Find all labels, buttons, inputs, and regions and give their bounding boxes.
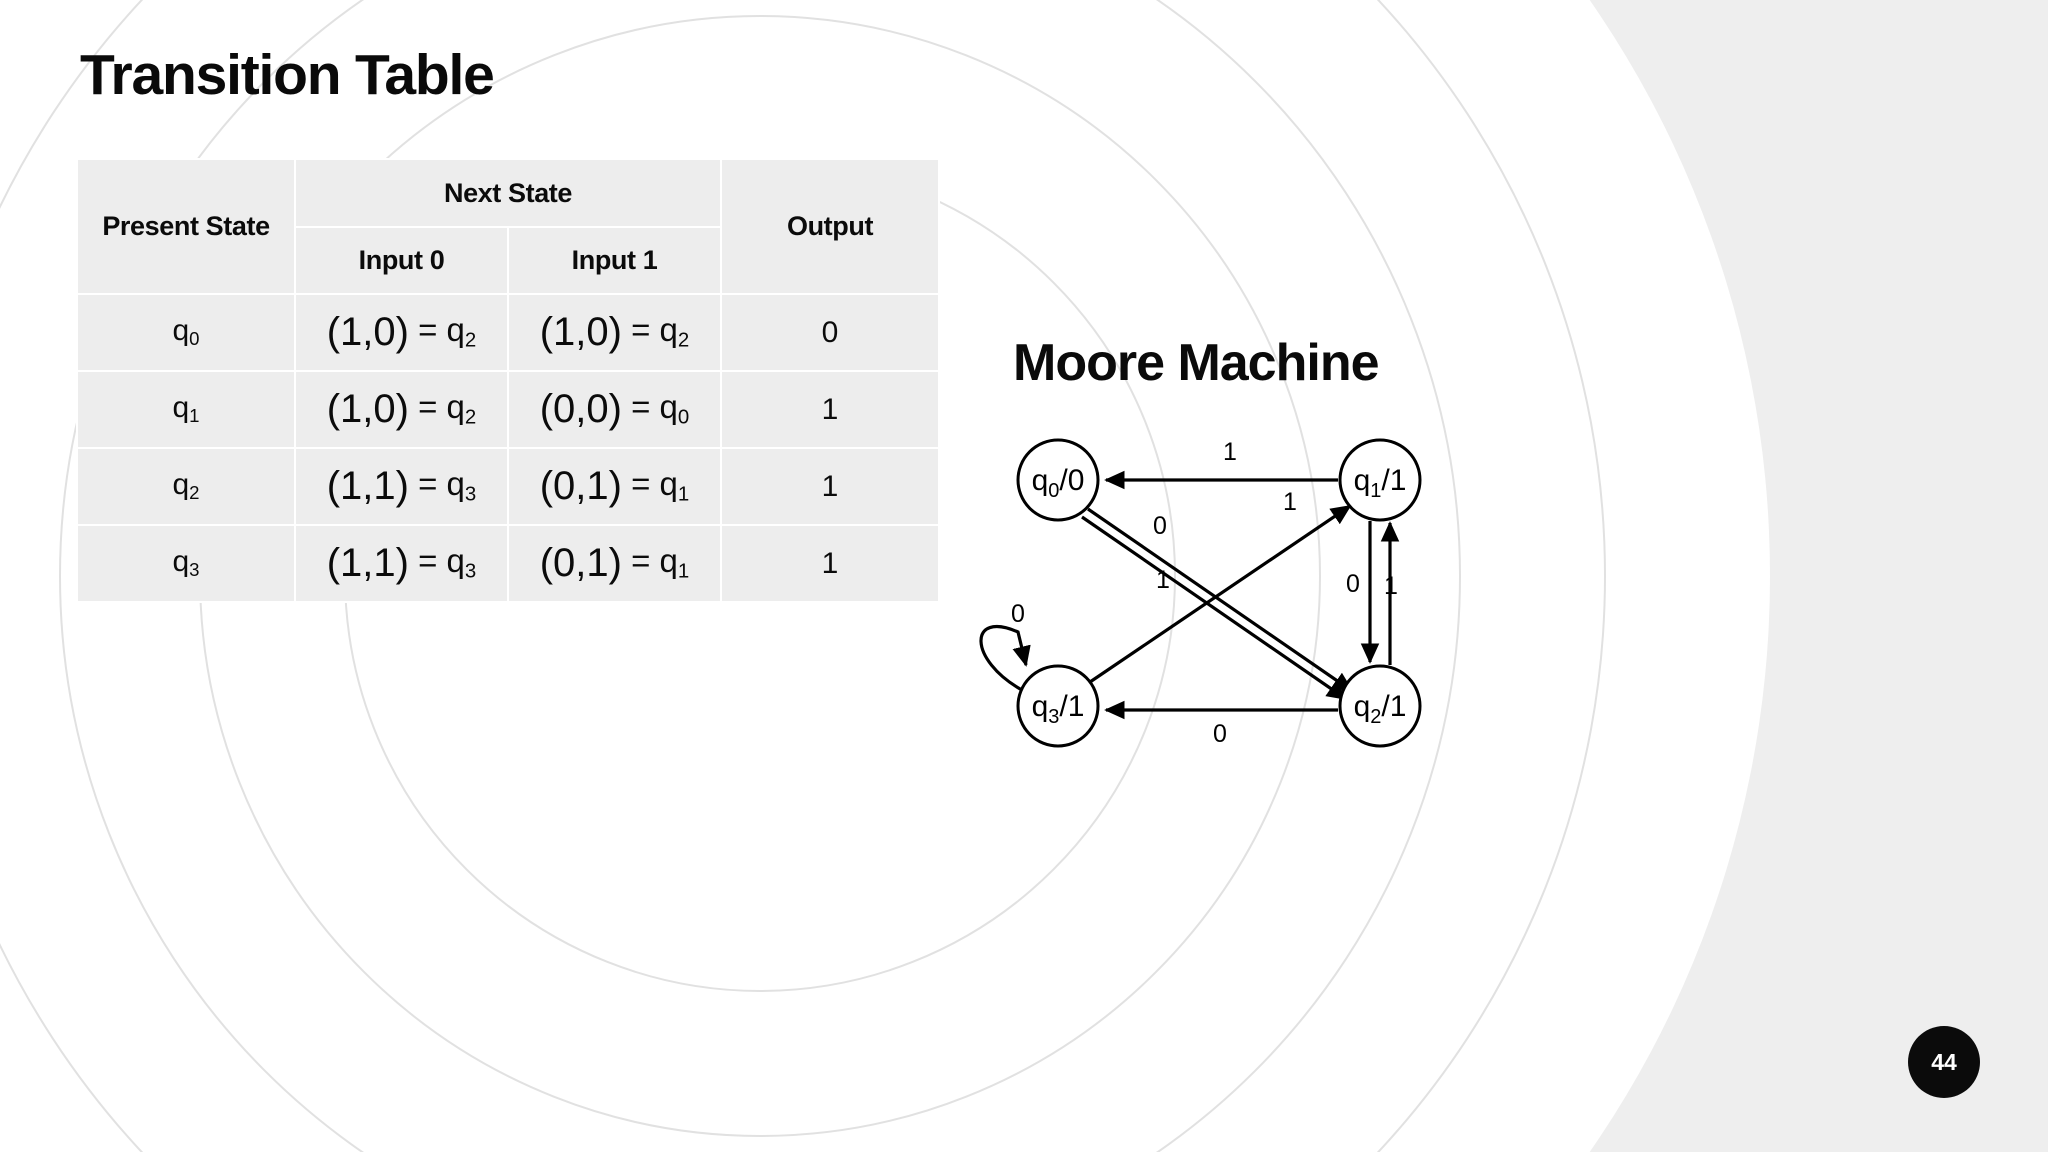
edge-label-q2-q3-7: 0 [1213, 720, 1227, 748]
table-header-row-1: Present State Next State Output [76, 158, 940, 295]
cell-present-state-2: q2 [76, 447, 296, 526]
edge-label-q3-q1-3: 1 [1283, 488, 1297, 516]
header-input-0: Input 0 [294, 226, 509, 295]
edge-label-q1-q0-0: 1 [1223, 438, 1237, 466]
state-node-q2: q2/1 [1338, 664, 1422, 748]
transition-table: Present State Next State Output Input 0 … [76, 158, 940, 603]
state-circle-q2 [1338, 664, 1422, 748]
header-output: Output [720, 158, 940, 295]
page-title: Transition Table [80, 43, 495, 107]
edge-label-q3-q3-6: 0 [1011, 600, 1025, 628]
table-head: Present State Next State Output Input 0 … [76, 158, 940, 295]
cell-output-0: 0 [720, 293, 940, 372]
cell-input1-3: (0,1) = q1 [507, 524, 722, 603]
header-present-state: Present State [76, 158, 296, 295]
moore-machine-title: Moore Machine [1013, 334, 1379, 392]
edge-q0-q2-a [1087, 507, 1354, 693]
diagram-edges [979, 470, 1400, 720]
state-circle-q1 [1338, 438, 1422, 522]
cell-present-state-0: q0 [76, 293, 296, 372]
cell-input0-3: (1,1) = q3 [294, 524, 509, 603]
cell-input0-0: (1,0) = q2 [294, 293, 509, 372]
state-node-q0: q0/0 [1016, 438, 1100, 522]
edge-label-q0-q2-1: 0 [1153, 512, 1167, 540]
cell-output-3: 1 [720, 524, 940, 603]
state-node-q3: q3/1 [1016, 664, 1100, 748]
cell-input1-2: (0,1) = q1 [507, 447, 722, 526]
state-circle-q3 [1016, 664, 1100, 748]
state-node-q1: q1/1 [1338, 438, 1422, 522]
header-input-1: Input 1 [507, 226, 722, 295]
edge-label-q2-q1-5: 1 [1384, 572, 1398, 600]
page-number-badge: 44 [1908, 1026, 1980, 1098]
cell-input0-2: (1,1) = q3 [294, 447, 509, 526]
cell-output-1: 1 [720, 370, 940, 449]
edge-label-q0-q2-2: 1 [1156, 566, 1170, 594]
table-header-row-2: Input 0 Input 1 [77, 226, 939, 295]
cell-input1-1: (0,0) = q0 [507, 370, 722, 449]
cell-present-state-1: q1 [76, 370, 296, 449]
cell-output-2: 1 [720, 447, 940, 526]
cell-present-state-3: q3 [76, 524, 296, 603]
edge-label-q1-q2-4: 0 [1346, 570, 1360, 598]
cell-input0-1: (1,0) = q2 [294, 370, 509, 449]
edge-q3-self [979, 625, 1031, 692]
edge-q0-q2-b [1081, 515, 1348, 701]
cell-input1-0: (1,0) = q2 [507, 293, 722, 372]
state-circle-q0 [1016, 438, 1100, 522]
edge-q3-q1 [1089, 504, 1352, 684]
diagram-nodes: q0/0 q1/1 q3/1 q2/1 [1016, 438, 1422, 748]
header-next-state: Next State [294, 158, 722, 228]
